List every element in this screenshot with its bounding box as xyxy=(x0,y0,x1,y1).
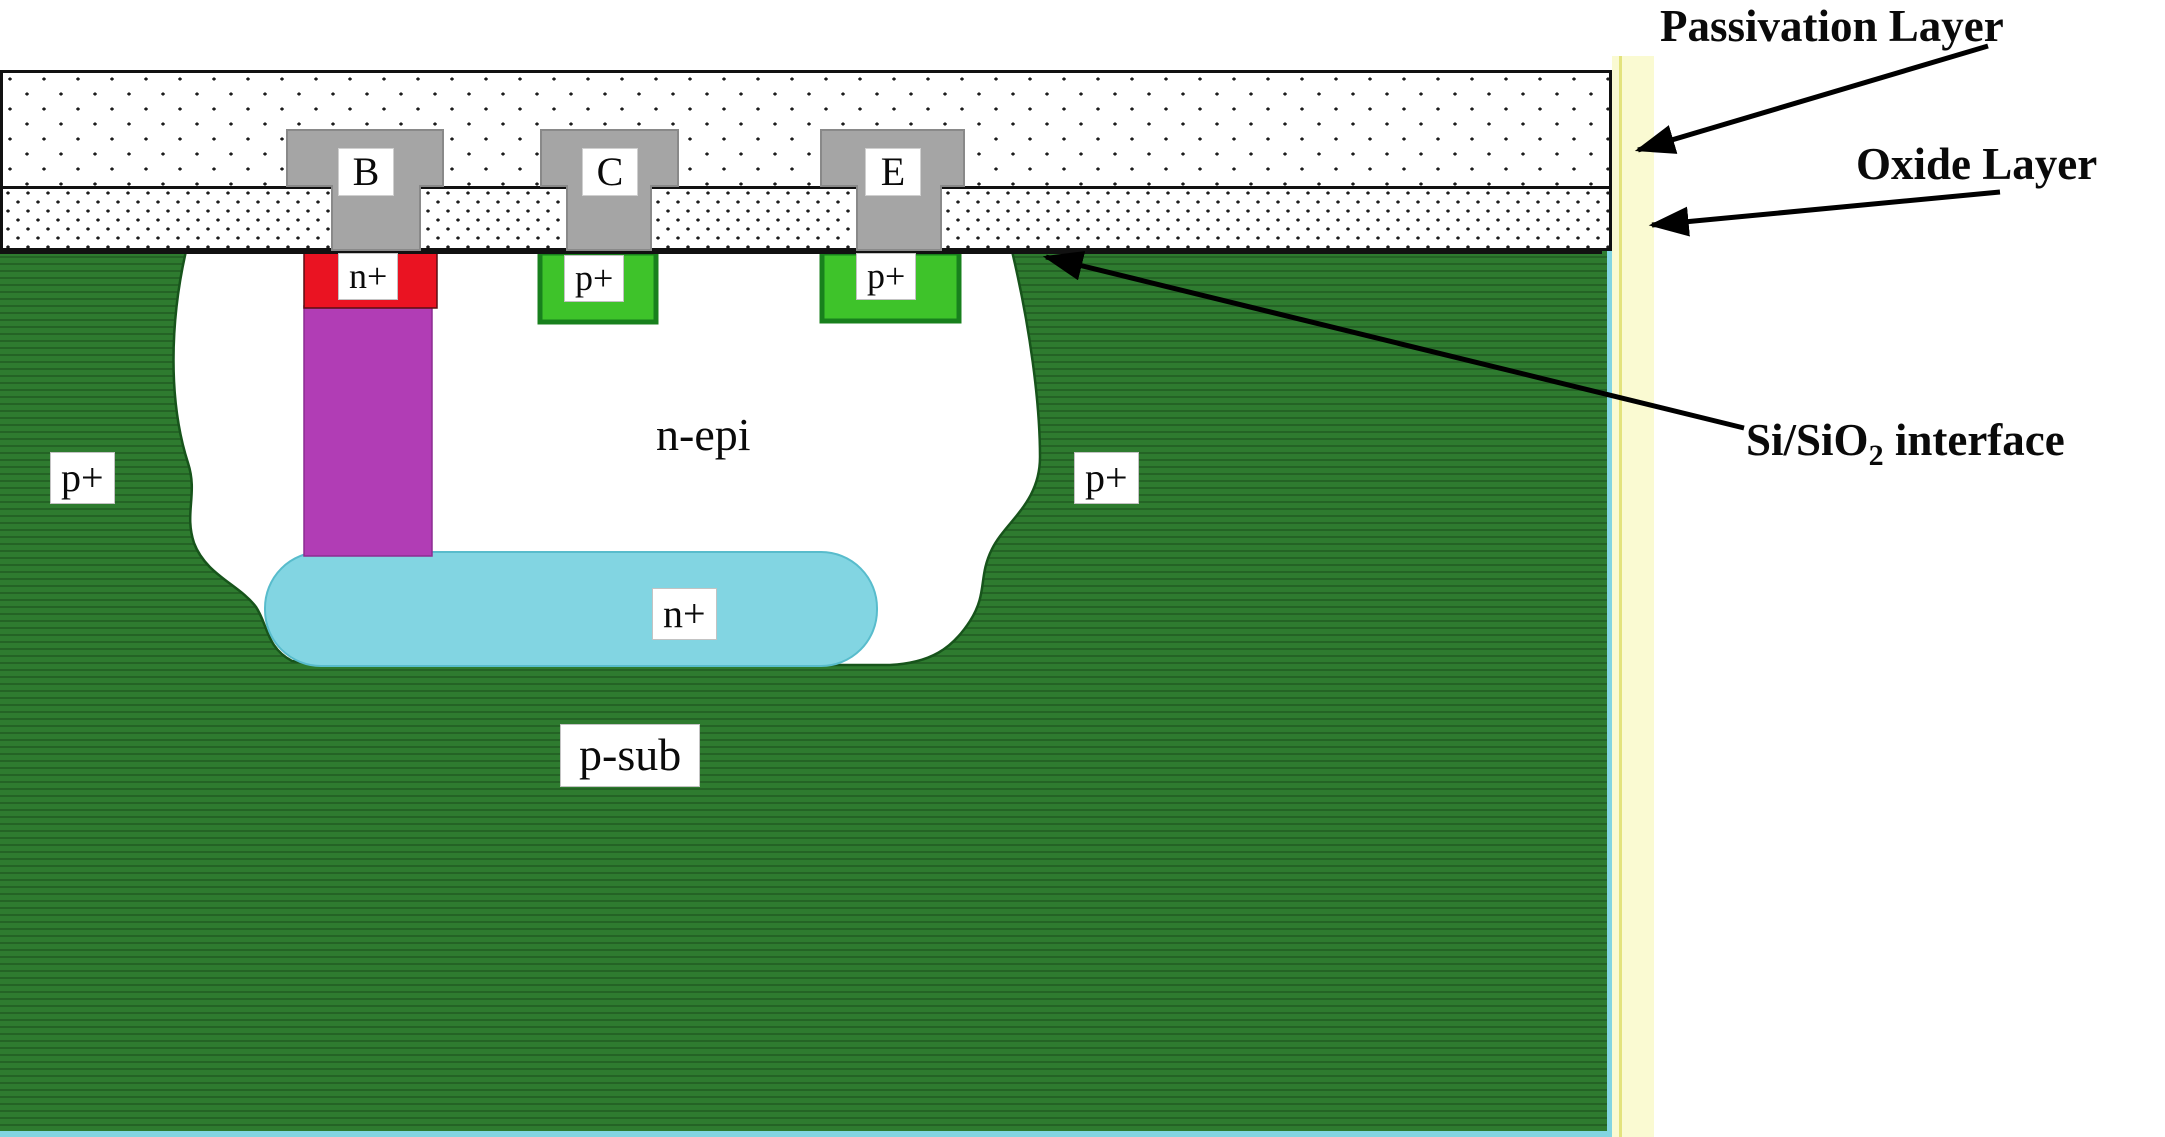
buried-n-plus-tag: n+ xyxy=(652,588,717,640)
collector-contact-stem xyxy=(566,185,652,251)
yellow-margin-strip xyxy=(1612,56,1654,1137)
sinker-region xyxy=(303,305,433,557)
oxide-layer xyxy=(0,186,1612,251)
emitter-contact-stem xyxy=(856,185,942,251)
oxide-arrow xyxy=(1648,189,2001,237)
p-sub-tag: p-sub xyxy=(560,724,701,787)
interface-annotation-pre: Si/SiO xyxy=(1746,415,1869,465)
interface-annotation-post: interface xyxy=(1883,415,2065,465)
passivation-arrow xyxy=(1634,43,1989,154)
interface-annotation: Si/SiO2 interface xyxy=(1746,414,2065,473)
collector-p-plus-tag: p+ xyxy=(564,255,625,303)
oxide-annotation: Oxide Layer xyxy=(1856,139,2098,189)
emitter-contact-label: E xyxy=(865,148,921,196)
emitter-p-plus-tag: p+ xyxy=(856,253,917,301)
base-contact-stem xyxy=(331,185,421,251)
collector-contact-label: C xyxy=(582,148,638,196)
silicon-body xyxy=(0,251,1612,1137)
interface-annotation-sub: 2 xyxy=(1868,439,1884,472)
right-isolation-p-plus-tag: p+ xyxy=(1074,452,1139,504)
base-contact-label: B xyxy=(338,148,394,196)
n-epi-label: n-epi xyxy=(656,409,751,460)
base-n-plus-tag: n+ xyxy=(338,253,399,301)
left-isolation-p-plus-tag: p+ xyxy=(50,452,115,504)
passivation-annotation: Passivation Layer xyxy=(1660,1,2004,51)
passivation-layer xyxy=(0,70,1612,187)
buried-n-plus-region xyxy=(264,551,878,667)
silicon-regions-graphic xyxy=(0,251,1602,667)
